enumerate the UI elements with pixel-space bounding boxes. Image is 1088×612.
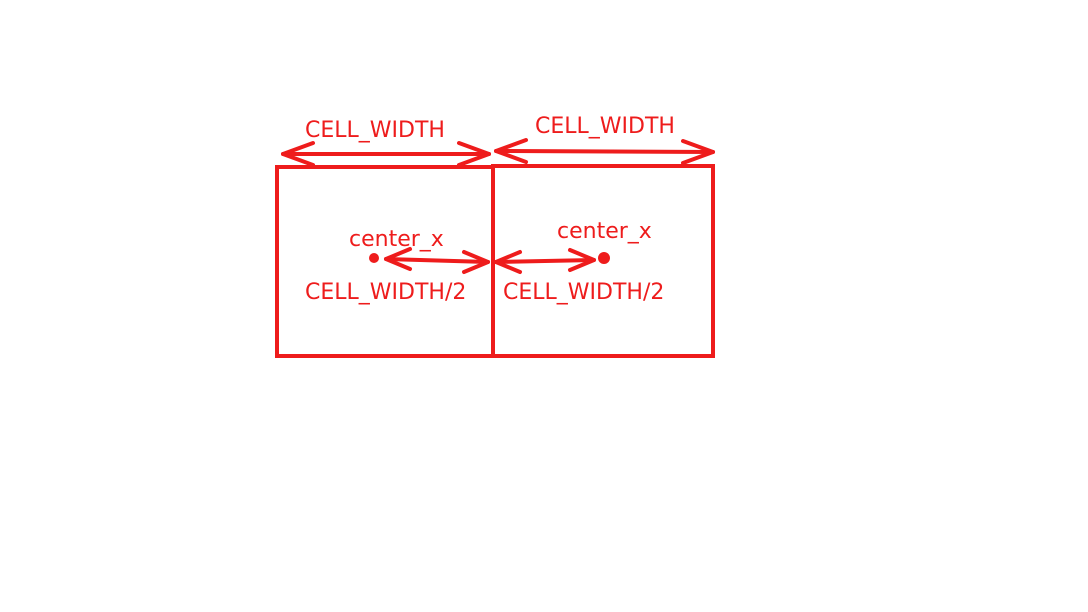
right-cell — [491, 164, 715, 358]
right-center-label: center_x — [557, 219, 652, 244]
left-center-point — [369, 253, 379, 263]
right-half-arrow — [494, 248, 596, 274]
left-half-arrow — [384, 247, 490, 274]
left-center-label: center_x — [349, 227, 444, 252]
right-center-point — [598, 252, 610, 264]
right-cell-width-label: CELL_WIDTH — [535, 114, 675, 139]
left-width-arrow — [281, 141, 491, 167]
left-half-width-label: CELL_WIDTH/2 — [305, 280, 466, 305]
right-width-arrow — [494, 138, 715, 165]
left-cell-width-label: CELL_WIDTH — [305, 118, 445, 143]
right-half-width-label: CELL_WIDTH/2 — [503, 280, 664, 305]
